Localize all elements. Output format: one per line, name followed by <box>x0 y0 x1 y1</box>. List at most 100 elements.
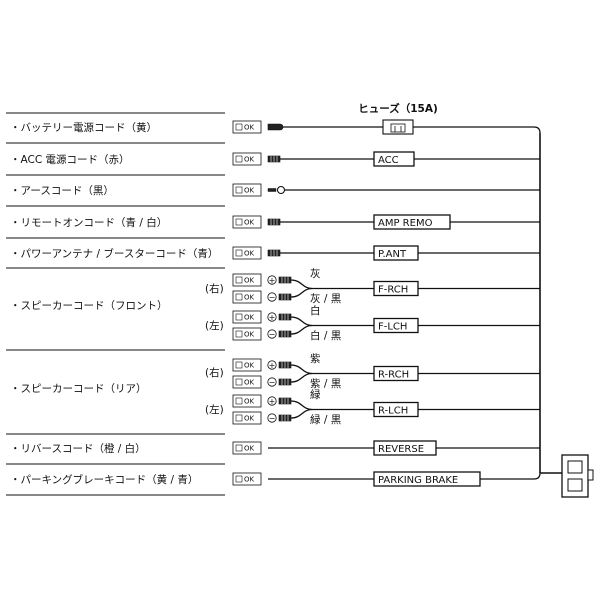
ok-label: OK <box>244 476 255 484</box>
minus-icon <box>267 329 277 339</box>
ok-label: OK <box>244 219 255 227</box>
amp-remo-tag <box>373 214 451 230</box>
speaker_front-left-negative-wire <box>290 324 313 335</box>
fuse-icon <box>390 123 406 133</box>
checkbox-icon <box>235 313 243 321</box>
diagram-texts: ・バッテリー電源コード（黄） OK ヒューズ（15A) ・ACC 電源コード（赤） OK… <box>10 102 458 486</box>
speaker_front-left-positive-wire <box>290 316 313 327</box>
checkbox-icon <box>235 361 243 369</box>
wire-color-negative: 灰 / 黒 <box>310 292 341 305</box>
wire-tag-label: R-LCH <box>378 406 408 417</box>
ground-lug-icon <box>267 188 277 192</box>
ok-label: OK <box>244 250 255 258</box>
wire-color-positive: 緑 <box>310 388 321 401</box>
speaker_front-right-tag <box>373 280 419 297</box>
speaker_rear-left-positive-wire <box>290 400 313 411</box>
plus-icon <box>267 396 277 406</box>
row-label-earth: ・アースコード（黒） <box>10 185 114 197</box>
checkbox-icon <box>235 155 243 163</box>
minus-icon <box>267 377 277 387</box>
minus-icon <box>267 292 277 302</box>
row-label-reverse: ・リバースコード（橙 / 白） <box>10 442 146 455</box>
acc-tag <box>373 151 415 167</box>
side-label-left: (左) <box>205 403 224 416</box>
checkbox-icon <box>235 186 243 194</box>
minus-icon-sign: − <box>269 330 276 339</box>
reverse-tag <box>373 440 437 456</box>
ground-ring-icon <box>276 185 286 195</box>
parking-brake-wire-bend <box>533 472 541 480</box>
wire-tag-label: P.ANT <box>378 249 407 260</box>
plus-icon-sign: + <box>269 397 276 406</box>
checkbox-icon <box>235 218 243 226</box>
row-label-acc: ・ACC 電源コード（赤） <box>10 153 130 166</box>
speaker_rear-right-negative-wire <box>290 372 313 383</box>
speaker_front-right-negative-wire <box>290 287 313 298</box>
ok-label: OK <box>244 379 255 387</box>
parking-brake-tag <box>373 471 481 487</box>
ok-label: OK <box>244 362 255 370</box>
plus-icon <box>267 360 277 370</box>
checkbox-icon <box>235 293 243 301</box>
checkbox-icon <box>235 276 243 284</box>
plus-icon-sign: + <box>269 276 276 285</box>
checkbox-icon <box>235 414 243 422</box>
row-label-speaker-rear: ・スピーカーコード（リア） <box>10 383 147 395</box>
wire-color-negative: 白 / 黒 <box>310 329 341 342</box>
speaker_rear-left-negative-wire <box>290 408 313 419</box>
row-label-power-antenna: ・パワーアンテナ / ブースターコード（青） <box>10 247 218 260</box>
plus-icon <box>267 312 277 322</box>
minus-icon-sign: − <box>269 414 276 423</box>
ok-label: OK <box>244 398 255 406</box>
checkbox-icon <box>235 475 243 483</box>
minus-icon-sign: − <box>269 293 276 302</box>
battery-wire-bend <box>533 126 541 134</box>
wire-color-negative: 緑 / 黒 <box>310 413 341 426</box>
wire-color-positive: 灰 <box>310 267 321 280</box>
speaker_rear-right-positive-wire <box>290 364 313 375</box>
battery-terminal-icon <box>267 123 284 131</box>
speaker_front-left-tag <box>373 317 419 334</box>
row-label-battery: ・バッテリー電源コード（黄） <box>10 121 157 134</box>
connector-latch-icon <box>567 460 583 474</box>
row-label-remote: ・リモートオンコード（青 / 白） <box>10 216 167 229</box>
wire-tag-label: F-LCH <box>378 322 407 333</box>
p-ant-tag <box>373 245 419 261</box>
wire-tag-label: ACC <box>378 155 399 166</box>
ok-label: OK <box>244 294 255 302</box>
row-label-speaker-front: ・スピーカーコード（フロント） <box>10 300 168 312</box>
plus-icon <box>267 275 277 285</box>
plus-icon-sign: + <box>269 361 276 370</box>
row-label-parking-brake: ・パーキングブレーキコード（黄 / 青） <box>10 473 198 486</box>
wire-tag-label: REVERSE <box>378 444 424 455</box>
diagram-shapes <box>232 119 594 498</box>
side-label-left: (左) <box>205 319 224 332</box>
ok-label: OK <box>244 415 255 423</box>
speaker_front-right-positive-wire <box>290 279 313 290</box>
ok-label: OK <box>244 124 255 132</box>
ok-label: OK <box>244 331 255 339</box>
speaker_rear-left-tag <box>373 401 419 418</box>
ok-label: OK <box>244 277 255 285</box>
checkbox-icon <box>235 444 243 452</box>
side-label-right: (右) <box>205 282 224 295</box>
checkbox-icon <box>235 249 243 257</box>
ok-label: OK <box>244 187 255 195</box>
diagram-lines <box>6 112 562 496</box>
checkbox-icon <box>235 330 243 338</box>
fuse-label: ヒューズ（15A) <box>358 102 438 115</box>
wire-tag-label: F-RCH <box>378 285 408 296</box>
wire-color-positive: 紫 <box>310 353 321 365</box>
minus-icon <box>267 413 277 423</box>
connector-tab-icon <box>587 469 594 481</box>
ok-label: OK <box>244 314 255 322</box>
wire-color-negative: 紫 / 黒 <box>310 378 341 390</box>
speaker_rear-right-tag <box>373 365 419 382</box>
wire-tag-label: R-RCH <box>378 370 409 381</box>
minus-icon-sign: − <box>269 378 276 387</box>
ok-label: OK <box>244 445 255 453</box>
wire-tag-label: PARKING BRAKE <box>378 475 458 486</box>
wire-tag-label: AMP REMO <box>378 218 433 229</box>
wire-color-positive: 白 <box>310 304 321 317</box>
